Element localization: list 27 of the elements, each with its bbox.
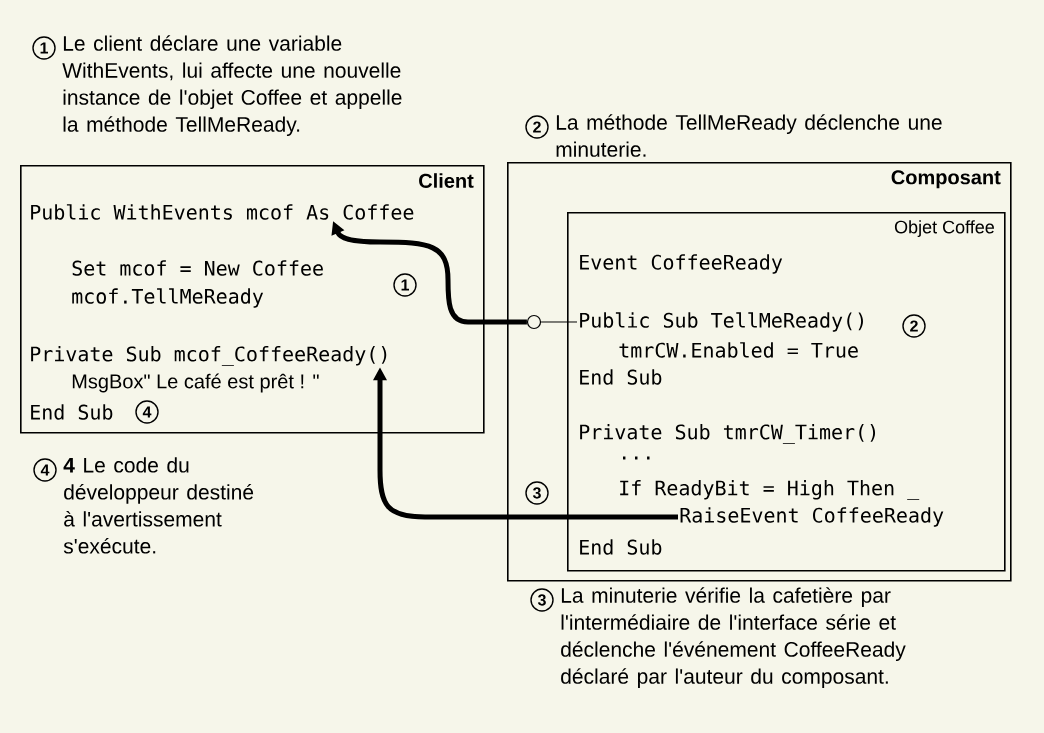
code-line: tmrCW.Enabled = True	[619, 342, 858, 358]
callout-number: 4	[33, 458, 57, 482]
note-text: La méthode TellMeReady déclenche une minuterie.	[556, 114, 942, 157]
callout-number: 3	[530, 588, 554, 612]
code-line: Public Sub TellMeReady()	[580, 312, 863, 332]
note-text: La minuterie vérifie la cafetière par l'intermédiaire de l'interface série et déclenche l'événement CoffeeReady déclaré par l'auteur du composant.	[561, 587, 906, 688]
callout-number: 2	[902, 314, 926, 338]
code-line: End Sub	[580, 369, 662, 385]
code-line: If ReadyBit = High Then _	[620, 480, 920, 500]
callout-number: 1	[32, 36, 56, 60]
code-line: mcof.TellMeReady	[72, 288, 264, 308]
note-text: 4 Le code du développeur destiné à l'avertissement s'exécute.	[63, 457, 254, 554]
code-line: Set mcof = New Coffee	[72, 260, 323, 276]
callout-number: 4	[135, 400, 159, 424]
code-line: ...	[622, 456, 650, 460]
callout-number: 2	[525, 115, 549, 139]
code-line: RaiseEvent CoffeeReady	[680, 507, 944, 527]
code-line: MsgBox" Le café est prêt ! "	[72, 373, 319, 393]
code-line: End Sub	[31, 404, 113, 420]
note-text: Le client déclare une variable WithEvents, lui affecte une nouvelle instance de l'objet Coffee et appelle la méthode TellMeReady.	[62, 35, 402, 136]
callout-number: 1	[393, 273, 417, 297]
code-line: Event CoffeeReady	[580, 254, 783, 274]
code-line: Private Sub tmrCW_Timer()	[580, 424, 876, 444]
code-line: Private Sub mcof_CoffeeReady()	[31, 346, 387, 366]
code-line: Public WithEvents mcof As Coffee	[31, 204, 414, 220]
code-line: End Sub	[580, 539, 662, 555]
callout-number: 3	[525, 481, 549, 505]
